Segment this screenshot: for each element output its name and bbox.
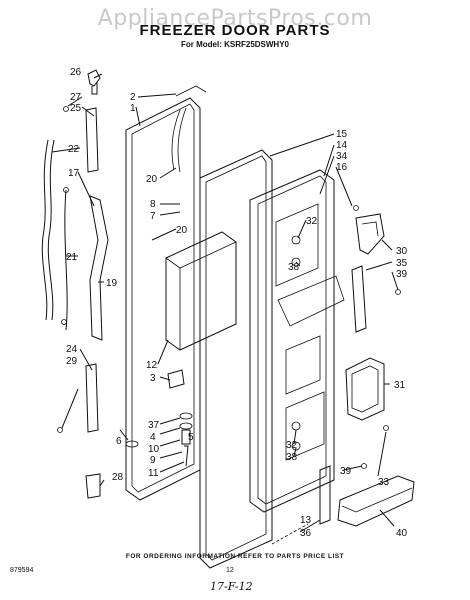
callout-labels: 26 27 25 22 17 21 19 24 29 6 28 2 1 20 8… — [66, 67, 408, 539]
dispenser-lever — [167, 369, 185, 389]
callout-29: 29 — [66, 356, 78, 367]
lower-hinge-bracket — [57, 363, 99, 433]
callout-6: 6 — [116, 436, 122, 447]
callout-7: 7 — [150, 211, 156, 222]
foam-insulation-block — [165, 231, 237, 351]
callout-9: 9 — [150, 455, 156, 466]
callout-2: 2 — [130, 92, 136, 103]
handle-trim-long — [41, 139, 55, 321]
callout-28: 28 — [112, 472, 124, 483]
handwritten-note: 17-F-12 — [210, 580, 253, 593]
door-shelf-bin — [337, 475, 415, 527]
door-liner — [249, 169, 345, 513]
callout-4: 4 — [150, 432, 156, 443]
callout-34: 34 — [336, 151, 348, 162]
callout-22: 22 — [68, 144, 80, 155]
document-number: 879594 — [10, 567, 34, 574]
callout-38-upper: 38 — [288, 262, 300, 273]
callout-20-upper: 20 — [146, 174, 158, 185]
callout-40: 40 — [396, 528, 408, 539]
ice-door-flap — [345, 357, 385, 421]
upper-hinge-bracket — [63, 106, 99, 173]
callout-37: 37 — [148, 420, 160, 431]
callout-11: 11 — [148, 468, 159, 479]
callout-5: 5 — [188, 432, 194, 443]
callout-38-lower: 38 — [286, 452, 298, 463]
callout-30: 30 — [396, 246, 408, 257]
top-hinge-cap — [87, 69, 101, 95]
callout-32-lower: 32 — [286, 440, 298, 451]
callout-10: 10 — [148, 444, 160, 455]
callout-35: 35 — [396, 258, 408, 269]
model-line: For Model: KSRF25DSWHY0 — [180, 40, 289, 49]
callout-36: 36 — [300, 528, 312, 539]
callout-39-upper: 39 — [396, 269, 408, 280]
ice-chute — [355, 213, 385, 255]
callout-20-lower: 20 — [176, 225, 188, 236]
callout-31: 31 — [394, 380, 406, 391]
callout-39-lower: 39 — [340, 466, 352, 477]
callout-3: 3 — [150, 373, 156, 384]
callout-21: 21 — [66, 252, 78, 263]
callout-13: 13 — [300, 515, 312, 526]
ordering-footer-note: FOR ORDERING INFORMATION REFER TO PARTS … — [125, 553, 345, 560]
callout-25: 25 — [70, 103, 82, 114]
lower-trim-strip — [319, 465, 331, 525]
callout-26: 26 — [70, 67, 82, 78]
callout-12: 12 — [146, 360, 158, 371]
callout-1: 1 — [130, 103, 136, 114]
callout-24: 24 — [66, 344, 78, 355]
callout-8: 8 — [150, 199, 156, 210]
callout-15: 15 — [336, 129, 348, 140]
door-handle — [61, 187, 109, 341]
door-gasket — [199, 149, 273, 569]
leader-lines — [51, 73, 399, 545]
trim-strip-right — [351, 265, 367, 333]
callout-17: 17 — [68, 168, 80, 179]
callout-27: 27 — [70, 92, 82, 103]
watermark: AppliancePartsPros.com — [97, 6, 373, 31]
page-number: 12 — [226, 567, 234, 574]
callout-33: 33 — [378, 477, 390, 488]
screws — [353, 205, 401, 469]
callout-19: 19 — [106, 278, 118, 289]
callout-16: 16 — [336, 162, 348, 173]
page-title: FREEZER DOOR PARTS — [139, 22, 331, 39]
bottom-hinge — [85, 473, 101, 499]
callout-14: 14 — [336, 140, 348, 151]
callout-32-upper: 32 — [306, 216, 318, 227]
hinge-parts-stack — [125, 412, 193, 467]
